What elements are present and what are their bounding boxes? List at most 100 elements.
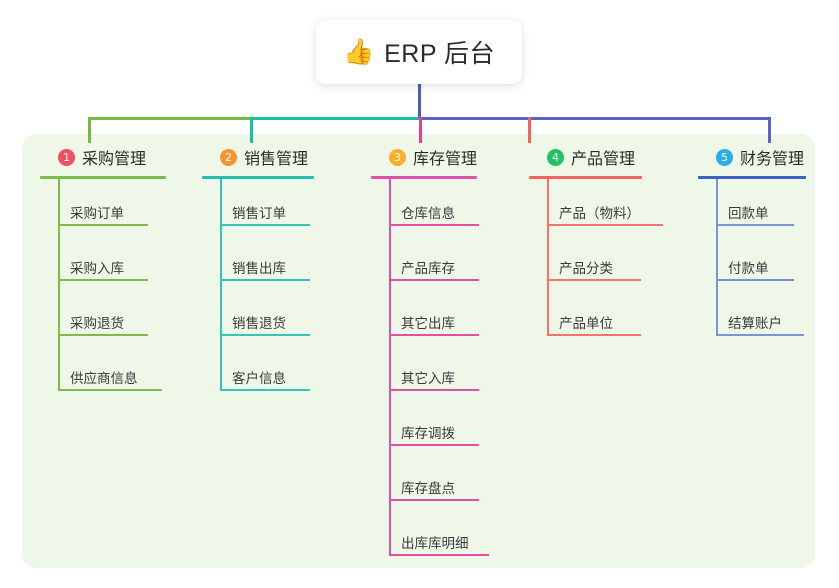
- column-title: 销售管理: [244, 151, 309, 168]
- column-items: 采购订单采购入库采购退货供应商信息: [40, 179, 166, 399]
- leaf-node[interactable]: 供应商信息: [40, 344, 166, 399]
- column-trunk-line: [389, 179, 391, 556]
- leaf-label: 产品分类: [559, 261, 613, 276]
- leaf-rule: [547, 334, 641, 336]
- leaf-node[interactable]: 产品（物料）: [529, 179, 663, 234]
- leaf-node[interactable]: 销售订单: [202, 179, 314, 234]
- leaf-label: 库存调拨: [401, 426, 455, 441]
- leaf-label: 产品（物料）: [559, 206, 640, 221]
- leaf-rule: [547, 224, 663, 226]
- leaf-label: 供应商信息: [70, 371, 138, 386]
- leaf-rule: [389, 279, 479, 281]
- leaf-node[interactable]: 采购订单: [40, 179, 166, 234]
- connector-segment-3: [419, 117, 771, 120]
- leaf-label: 其它入库: [401, 371, 455, 386]
- leaf-node[interactable]: 产品分类: [529, 234, 642, 289]
- thumbs-up-icon: 👍: [342, 37, 375, 66]
- connector-segment-2: [250, 117, 422, 120]
- leaf-label: 仓库信息: [401, 206, 455, 221]
- leaf-node[interactable]: 付款单: [698, 234, 806, 289]
- leaf-label: 结算账户: [728, 316, 782, 331]
- leaf-node[interactable]: 其它出库: [371, 289, 479, 344]
- leaf-label: 产品库存: [401, 261, 455, 276]
- column-badge-number: 1: [58, 148, 75, 166]
- leaf-label: 销售退货: [232, 316, 286, 331]
- leaf-label: 销售订单: [232, 206, 286, 221]
- leaf-rule: [389, 554, 489, 556]
- leaf-label: 客户信息: [232, 371, 286, 386]
- column-header-rule: [202, 176, 314, 179]
- column-title: 财务管理: [740, 151, 805, 168]
- column-items: 仓库信息产品库存其它出库其它入库库存调拨库存盘点出库库明细: [371, 179, 489, 564]
- diagram-panel: [22, 134, 815, 568]
- column-trunk-line: [58, 179, 60, 391]
- root-node-erp-backend[interactable]: 👍 ERP 后台: [316, 20, 522, 84]
- leaf-node[interactable]: 客户信息: [202, 344, 314, 399]
- leaf-label: 其它出库: [401, 316, 455, 331]
- leaf-rule: [389, 389, 479, 391]
- leaf-node[interactable]: 采购退货: [40, 289, 166, 344]
- leaf-rule: [220, 224, 310, 226]
- leaf-label: 库存盘点: [401, 481, 455, 496]
- column-trunk-line: [220, 179, 222, 391]
- leaf-rule: [547, 279, 641, 281]
- column-items: 产品（物料） 产品分类产品单位: [529, 179, 663, 344]
- leaf-rule: [389, 334, 479, 336]
- leaf-rule: [220, 279, 310, 281]
- connector-segment-1: [88, 117, 253, 120]
- leaf-label: 采购入库: [70, 261, 124, 276]
- column-badge-number: 5: [716, 148, 733, 166]
- leaf-rule: [716, 224, 794, 226]
- leaf-node[interactable]: 采购入库: [40, 234, 166, 289]
- column-财务管理: 5 财务管理回款单付款单结算账户: [698, 144, 806, 344]
- connector-drop-3: [419, 117, 422, 143]
- leaf-rule: [389, 499, 479, 501]
- root-node-title: ERP 后台: [384, 40, 496, 68]
- leaf-rule: [220, 389, 310, 391]
- leaf-rule: [58, 389, 162, 391]
- connector-drop-4: [528, 117, 531, 143]
- leaf-node[interactable]: 出库库明细: [371, 509, 489, 564]
- column-产品管理: 4 产品管理产品（物料） 产品分类产品单位: [529, 144, 663, 344]
- connector-drop-2: [250, 117, 253, 143]
- column-title: 产品管理: [571, 151, 636, 168]
- column-header-5[interactable]: 5 财务管理: [698, 144, 806, 170]
- column-header-rule: [371, 176, 477, 179]
- leaf-node[interactable]: 库存调拨: [371, 399, 479, 454]
- leaf-node[interactable]: 销售出库: [202, 234, 314, 289]
- leaf-label: 采购订单: [70, 206, 124, 221]
- leaf-rule: [58, 279, 148, 281]
- column-header-rule: [698, 176, 806, 179]
- connector-root-stem: [418, 84, 421, 120]
- leaf-rule: [58, 334, 148, 336]
- leaf-label: 产品单位: [559, 316, 613, 331]
- column-trunk-line: [547, 179, 549, 336]
- connector-drop-1: [88, 117, 91, 143]
- leaf-node[interactable]: 库存盘点: [371, 454, 479, 509]
- leaf-node[interactable]: 结算账户: [698, 289, 806, 344]
- leaf-node[interactable]: 产品单位: [529, 289, 642, 344]
- column-title: 库存管理: [413, 151, 478, 168]
- leaf-label: 付款单: [728, 261, 769, 276]
- leaf-node[interactable]: 销售退货: [202, 289, 314, 344]
- column-badge-number: 4: [547, 148, 564, 166]
- connector-drop-5: [768, 117, 771, 143]
- column-header-3[interactable]: 3 库存管理: [371, 144, 477, 170]
- leaf-node[interactable]: 仓库信息: [371, 179, 479, 234]
- leaf-rule: [389, 224, 479, 226]
- column-库存管理: 3 库存管理仓库信息产品库存其它出库其它入库库存调拨库存盘点出库库明细: [371, 144, 489, 564]
- column-header-rule: [529, 176, 642, 179]
- column-trunk-line: [716, 179, 718, 336]
- column-badge-number: 3: [389, 148, 406, 166]
- leaf-node[interactable]: 其它入库: [371, 344, 479, 399]
- leaf-label: 出库库明细: [401, 536, 469, 551]
- leaf-node[interactable]: 回款单: [698, 179, 806, 234]
- column-items: 销售订单销售出库销售退货客户信息: [202, 179, 314, 399]
- column-header-4[interactable]: 4 产品管理: [529, 144, 642, 170]
- leaf-node[interactable]: 产品库存: [371, 234, 479, 289]
- column-items: 回款单付款单结算账户: [698, 179, 806, 344]
- leaf-rule: [220, 334, 310, 336]
